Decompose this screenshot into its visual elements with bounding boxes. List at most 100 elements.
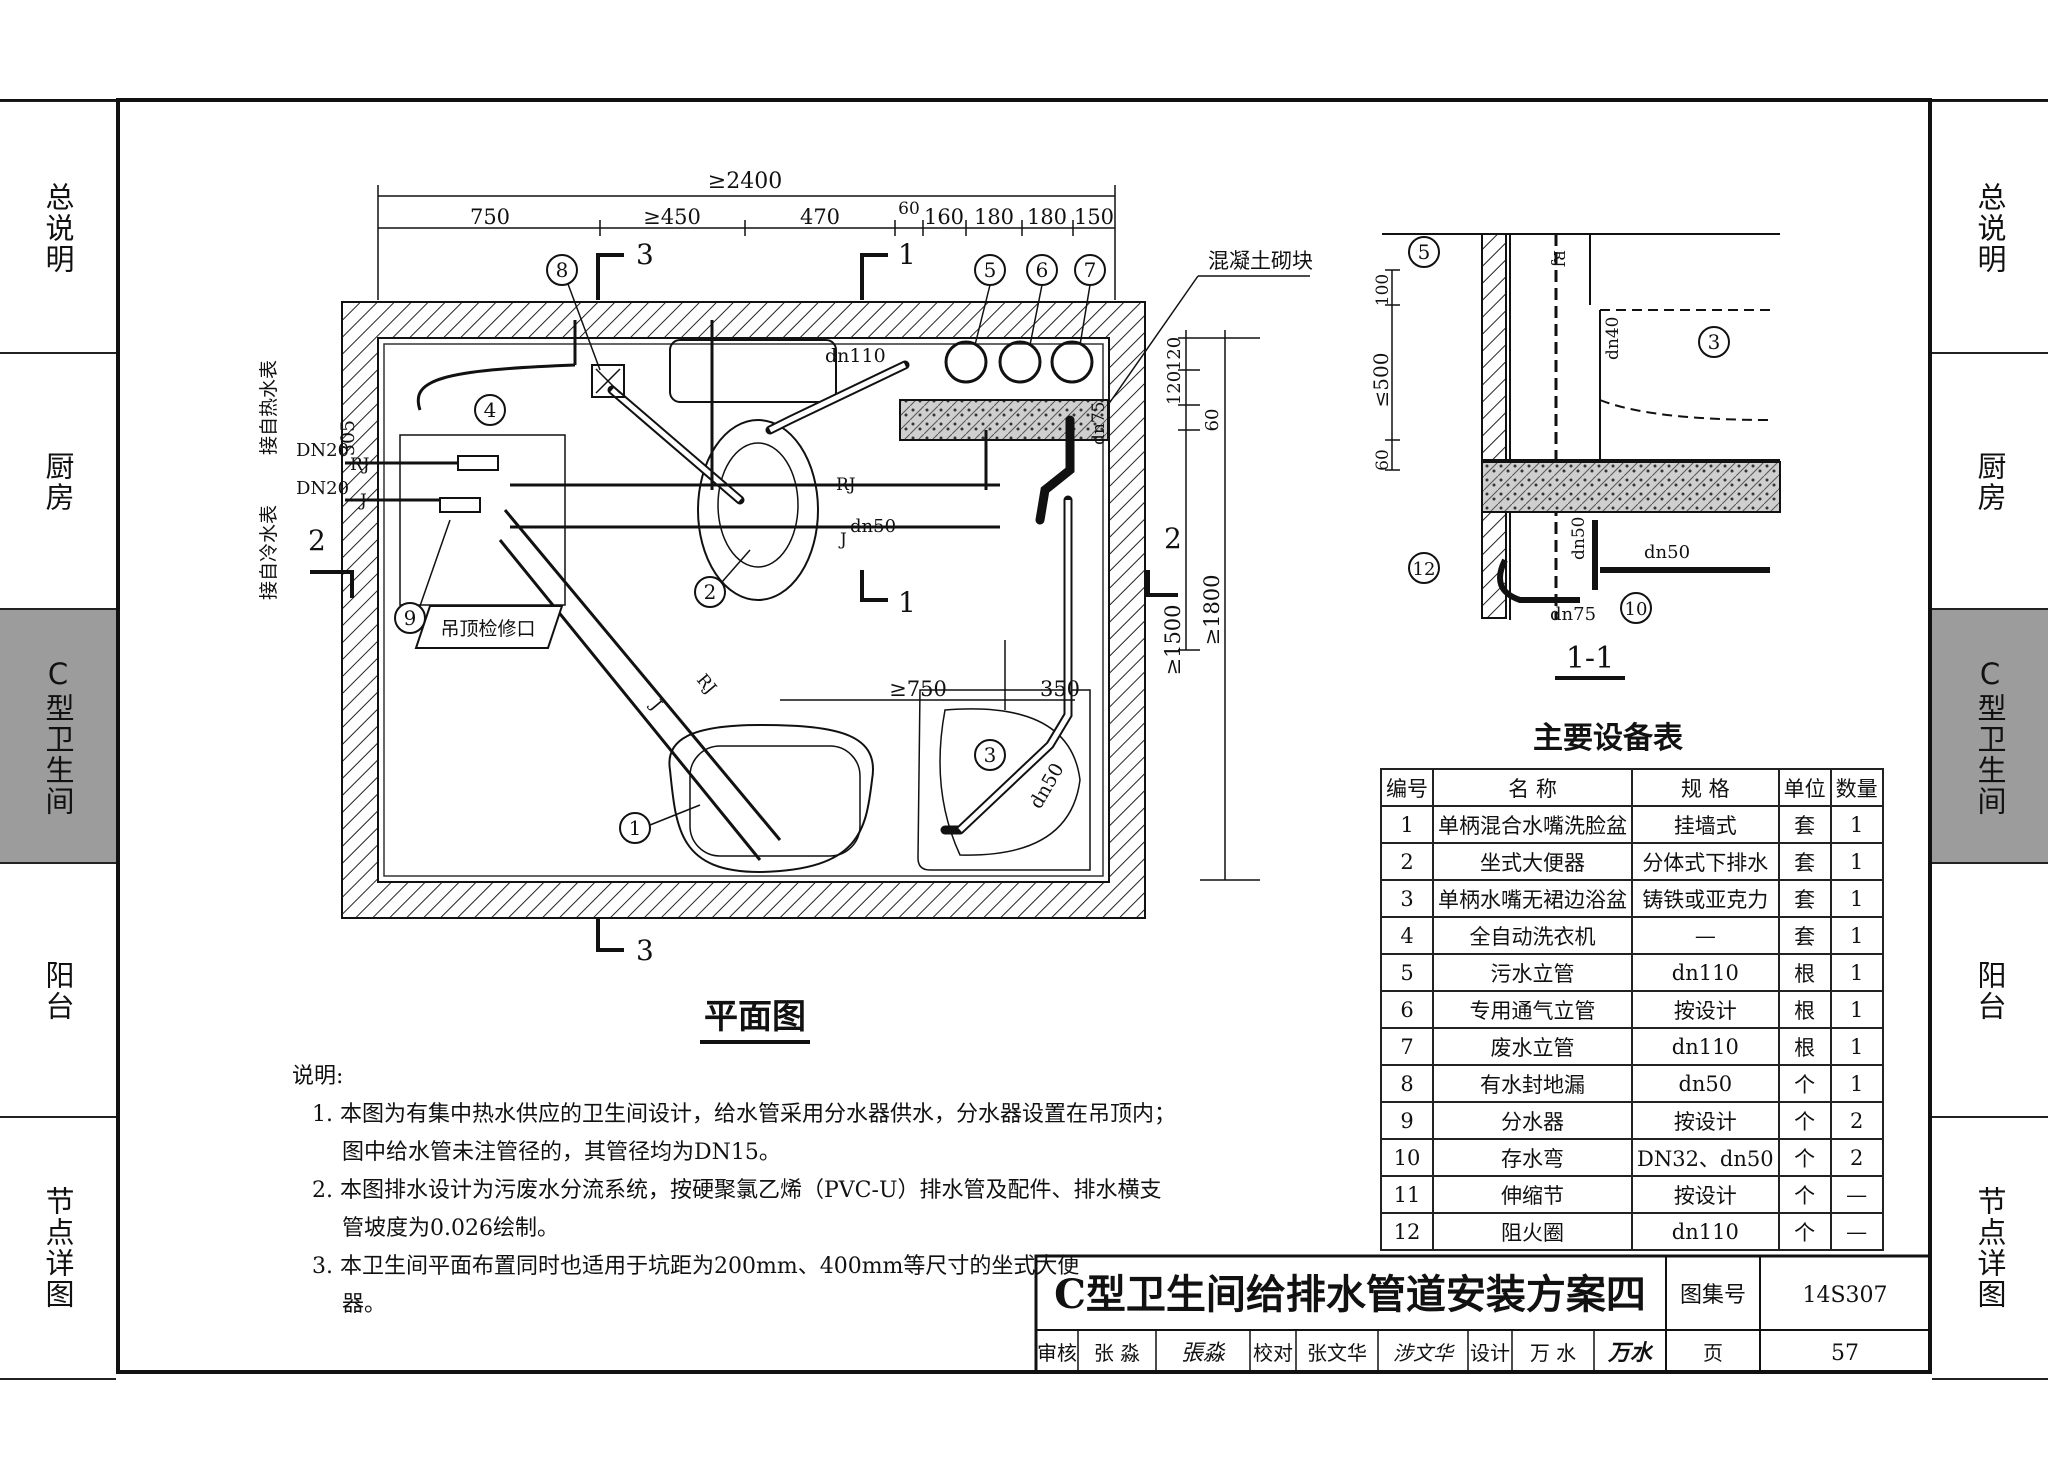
left-tab-column: 总说明 厨房 C型卫生间 阳台 节点详图 <box>0 100 116 1380</box>
cell: 9 <box>1380 1101 1434 1140</box>
tab-label: 阳台 <box>1973 960 2007 1022</box>
tab-label: 节点详图 <box>1973 1186 2007 1310</box>
tab-label: 节点详图 <box>41 1186 75 1310</box>
dim-160: 160 <box>924 205 964 229</box>
notes-heading: 说明: <box>292 1064 344 1089</box>
cell: 废水立管 <box>1432 1027 1633 1066</box>
cell: 专用通气立管 <box>1432 990 1633 1029</box>
cell: dn110 <box>1631 953 1780 992</box>
dim-350: 350 <box>1040 677 1080 701</box>
dim-60: 60 <box>898 199 920 219</box>
label-dn50-horizontal: dn50 <box>1644 542 1690 563</box>
label-dn110: dn110 <box>825 345 886 367</box>
cell: 按设计 <box>1631 1101 1780 1140</box>
section-2-left: 2 <box>308 524 326 557</box>
tab-node-details-right[interactable]: 节点详图 <box>1932 1116 2048 1380</box>
dim-450: ≥450 <box>643 205 701 229</box>
cell: 套 <box>1777 916 1832 955</box>
section-callout-5: 5 <box>1418 240 1431 264</box>
cell: 1 <box>1829 990 1884 1029</box>
plan-view: ≥2400 750 ≥450 470 60 160 180 180 150 12… <box>258 169 1313 1044</box>
label-rj-section: RJ <box>1550 250 1568 267</box>
dim-180a: 180 <box>974 205 1014 229</box>
reviewer-name: 张 淼 <box>1094 1341 1140 1365</box>
page-label: 页 <box>1703 1341 1723 1365</box>
concrete-block <box>899 399 1109 441</box>
atlas-label: 图集号 <box>1680 1283 1746 1308</box>
cell: 个 <box>1777 1138 1832 1177</box>
label-dn50-vertical: dn50 <box>1569 517 1589 560</box>
equipment-table-title: 主要设备表 <box>1533 721 1683 756</box>
callout-9: 9 <box>404 606 417 630</box>
tab-kitchen-right[interactable]: 厨房 <box>1932 352 2048 610</box>
table-header-row: 编号 名 称 规 格 单位 数量 <box>1380 768 1884 807</box>
cell: 6 <box>1380 990 1434 1029</box>
label-j-left: J <box>358 491 367 511</box>
tab-bathroom-c[interactable]: C型卫生间 <box>0 608 116 864</box>
tab-kitchen[interactable]: 厨房 <box>0 352 116 610</box>
cell: 按设计 <box>1631 1175 1780 1214</box>
title-block: C型卫生间给排水管道安装方案四 图集号 14S307 审核 张 淼 張淼 校对 … <box>1034 1254 1932 1374</box>
tab-balcony[interactable]: 阳台 <box>0 862 116 1118</box>
tab-bathroom-c-right[interactable]: C型卫生间 <box>1932 608 2048 864</box>
cell: 伸缩节 <box>1432 1175 1633 1214</box>
main-frame <box>116 98 1932 1374</box>
col-spec: 规 格 <box>1631 768 1780 807</box>
atlas-number: 14S307 <box>1802 1283 1887 1308</box>
cell: — <box>1631 916 1780 955</box>
design-label: 设计 <box>1470 1341 1510 1365</box>
cell: 4 <box>1380 916 1434 955</box>
tab-label: 厨房 <box>41 451 75 513</box>
tab-balcony-right[interactable]: 阳台 <box>1932 862 2048 1118</box>
review-label: 审核 <box>1037 1341 1077 1365</box>
right-tab-column: 总说明 厨房 C型卫生间 阳台 节点详图 <box>1932 100 2048 1380</box>
cell: 个 <box>1777 1064 1832 1103</box>
cell: 分体式下排水 <box>1631 842 1780 881</box>
cell: 1 <box>1380 805 1434 844</box>
label-rj-mid: RJ <box>836 475 856 495</box>
section-dim-100: 100 <box>1373 274 1393 306</box>
section-1-mid: 1 <box>898 586 916 619</box>
cell: 单柄混合水嘴洗脸盆 <box>1432 805 1633 844</box>
tab-node-details[interactable]: 节点详图 <box>0 1116 116 1380</box>
callout-1: 1 <box>629 816 642 840</box>
cell: 铸铁或亚克力 <box>1631 879 1780 918</box>
manifold-hot <box>457 455 499 471</box>
dim-r-120b: 120 <box>1164 371 1185 405</box>
label-dn50-a: dn50 <box>850 516 896 537</box>
page-number: 57 <box>1831 1341 1859 1366</box>
stack-6 <box>998 340 1042 384</box>
cell: 存水弯 <box>1432 1138 1633 1177</box>
dim-r-120a: 120 <box>1164 337 1185 371</box>
cell: dn110 <box>1631 1212 1780 1251</box>
cell: 1 <box>1829 1064 1884 1103</box>
tab-label: C型卫生间 <box>1973 657 2007 817</box>
dim-r-1800: ≥1800 <box>1200 574 1224 645</box>
notes: 说明: 1. 本图为有集中热水供应的卫生间设计，给水管采用分水器供水，分水器设置… <box>292 1058 1176 1324</box>
cell: 2 <box>1829 1138 1884 1177</box>
cell: 3 <box>1380 879 1434 918</box>
toilet-bowl <box>697 419 819 601</box>
cell: 根 <box>1777 990 1832 1029</box>
label-dn40: dn40 <box>1603 317 1623 360</box>
note-1: 1. 本图为有集中热水供应的卫生间设计，给水管采用分水器供水，分水器设置在吊顶内… <box>312 1102 1176 1165</box>
cell: 1 <box>1829 842 1884 881</box>
check-label: 校对 <box>1253 1341 1293 1365</box>
cell: 挂墙式 <box>1631 805 1780 844</box>
label-concrete-block: 混凝土砌块 <box>1208 249 1313 273</box>
cell: dn50 <box>1631 1064 1780 1103</box>
cell: 1 <box>1829 953 1884 992</box>
cell: 1 <box>1829 805 1884 844</box>
section-wall <box>1481 233 1507 619</box>
dim-750-inner: ≥750 <box>889 677 947 701</box>
dim-r-60: 60 <box>1202 409 1223 432</box>
dim-180b: 180 <box>1027 205 1067 229</box>
cell: 2 <box>1380 842 1434 881</box>
note-2: 2. 本图排水设计为污废水分流系统，按硬聚氯乙烯（PVC-U）排水管及配件、排水… <box>312 1178 1162 1241</box>
tab-label: 总说明 <box>1973 181 2007 275</box>
